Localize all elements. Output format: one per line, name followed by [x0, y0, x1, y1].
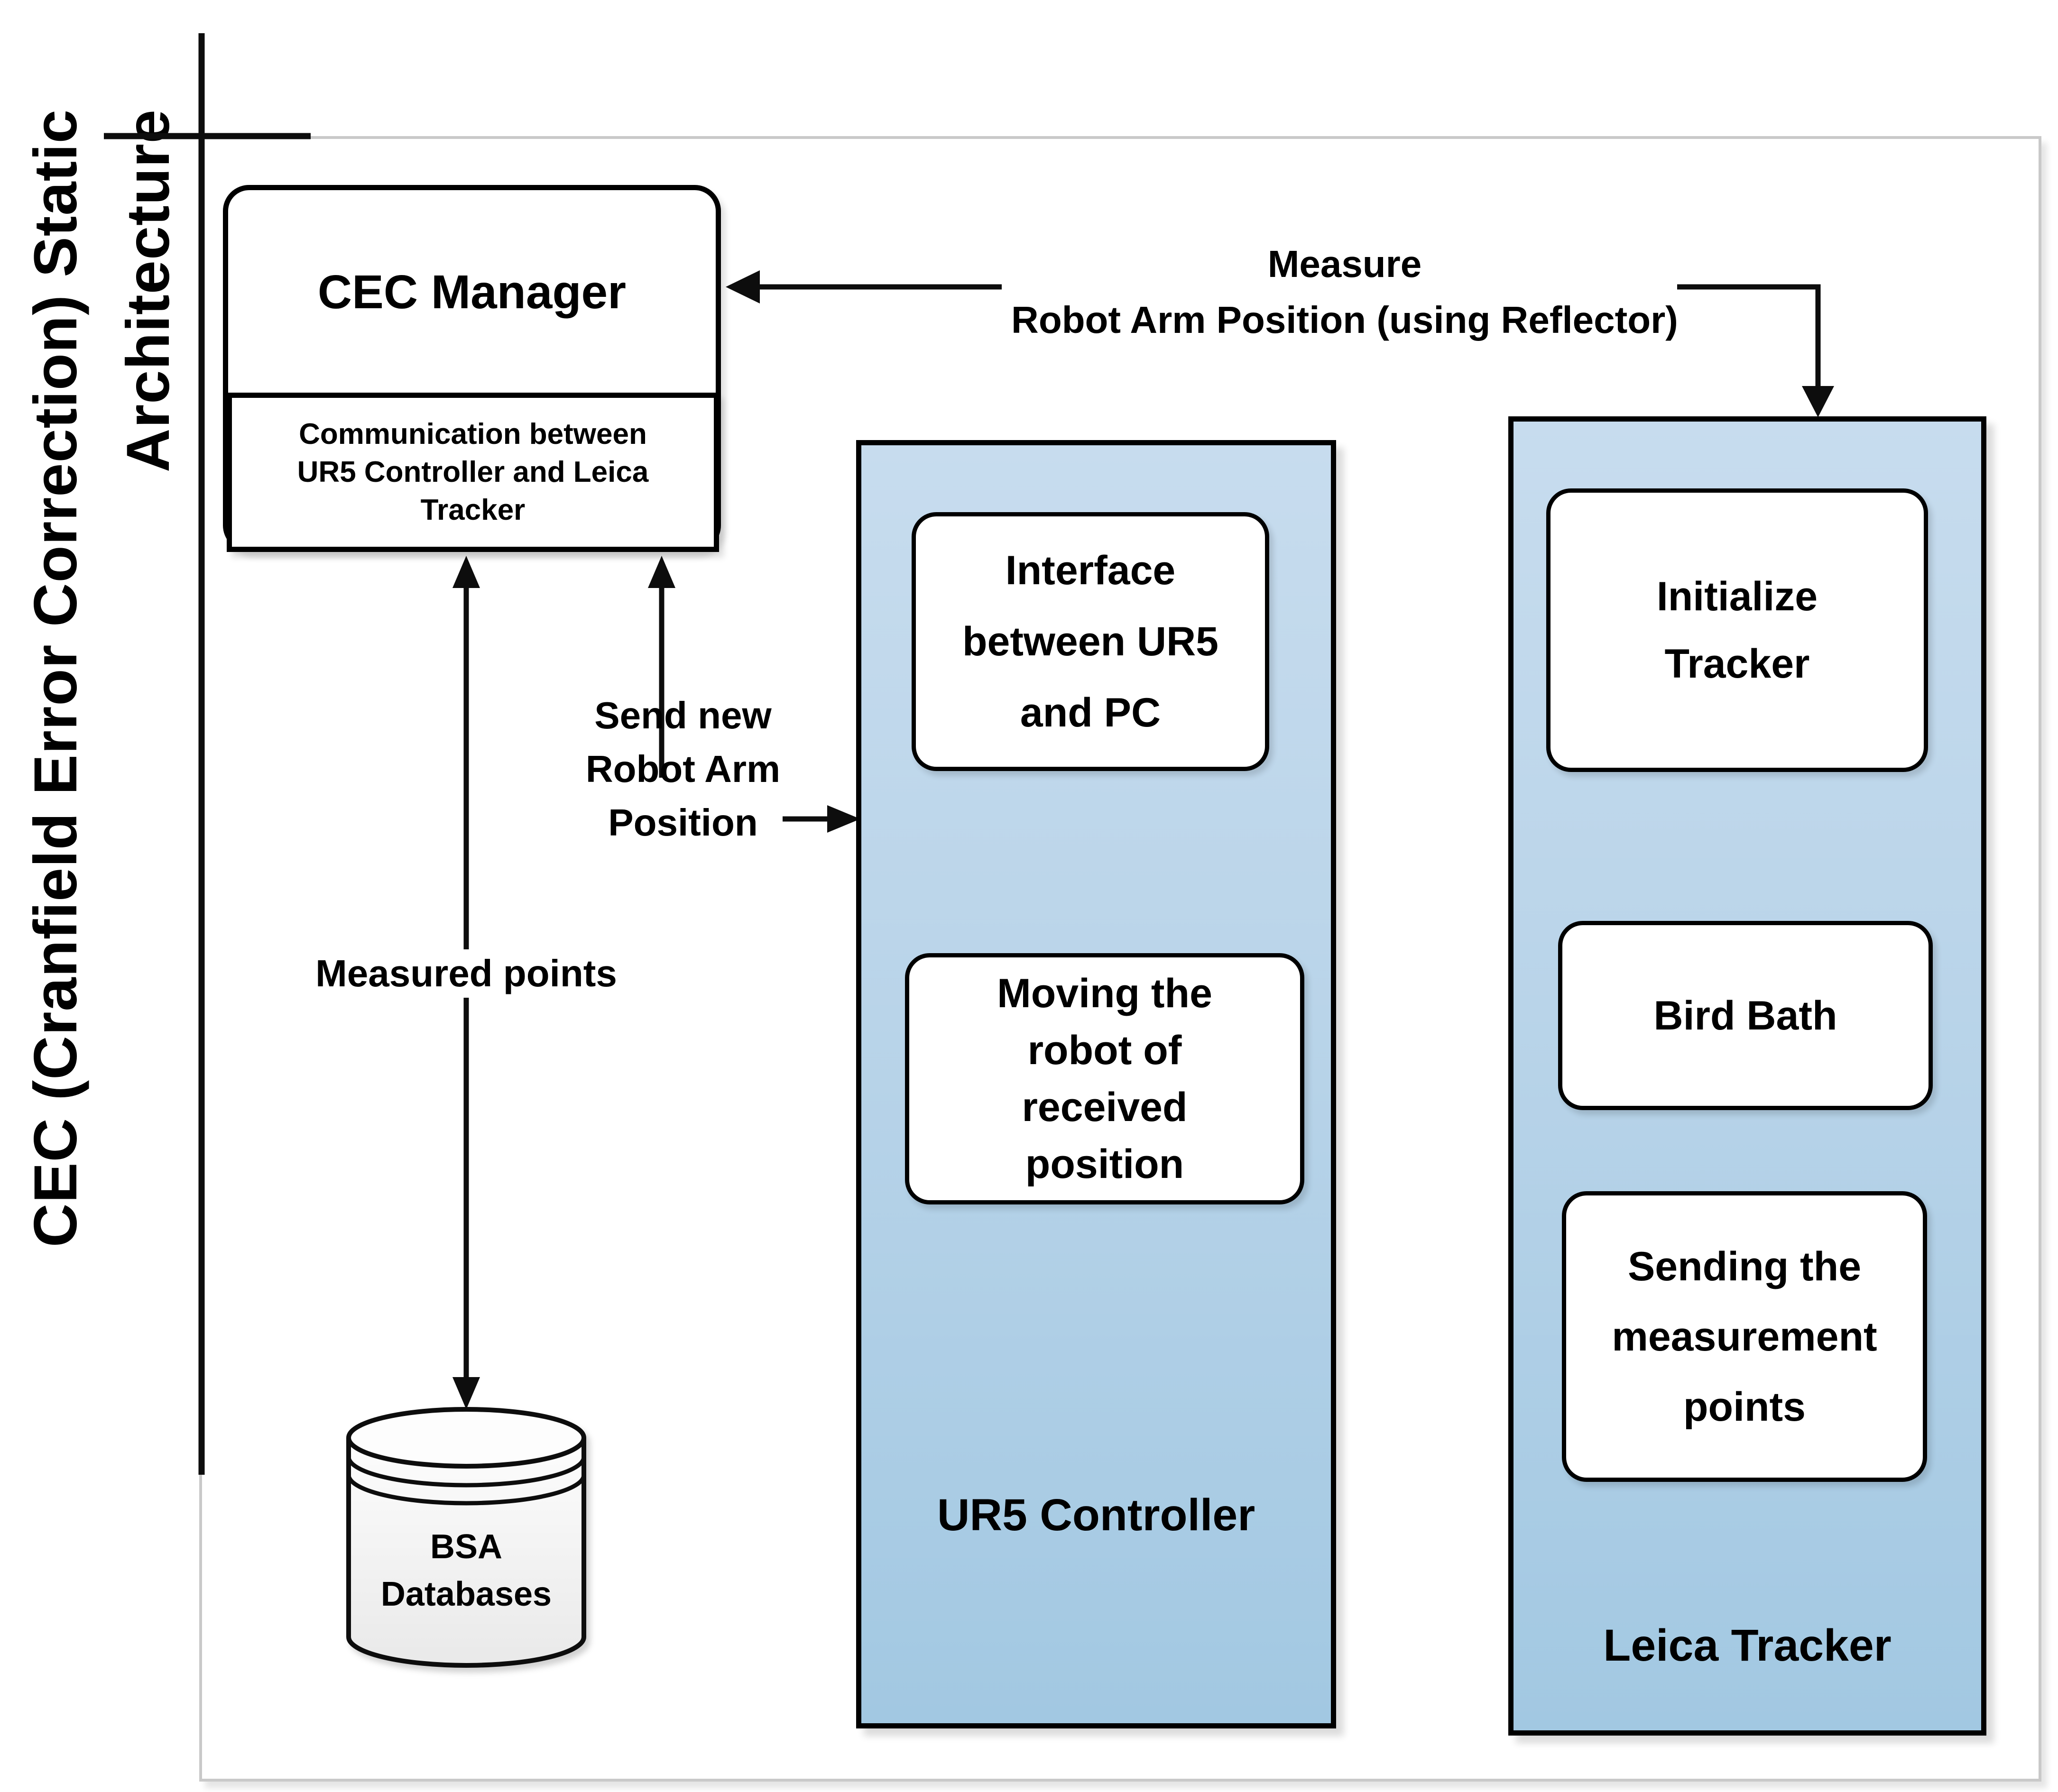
bird-bath-box: Bird Bath	[1558, 921, 1933, 1110]
database-cylinder-icon	[346, 1407, 586, 1668]
measure-arrow-label: Measure Robot Arm Position (using Reflec…	[1011, 243, 1678, 341]
send-new-arrow-label: Send new Robot Arm Position	[585, 694, 781, 844]
cec-communication-compartment: Communication between UR5 Controller and…	[227, 393, 719, 552]
measured-points-arrow-label: Measured points	[306, 949, 627, 998]
interface-ur5-pc-box: Interface between UR5 and PC	[912, 512, 1269, 771]
send-new-right-arrow	[783, 805, 860, 833]
sending-measurement-points-box: Sending the measurement points	[1562, 1191, 1927, 1482]
bsa-databases-label: BSA Databases	[380, 1528, 552, 1613]
send-new-up-arrow	[648, 556, 675, 778]
ur5-controller-label: UR5 Controller	[937, 1489, 1255, 1540]
moving-robot-box: Moving the robot of received position	[905, 953, 1304, 1204]
initialize-tracker-box: Initialize Tracker	[1546, 488, 1928, 772]
bsa-database-cylinder	[344, 1404, 589, 1672]
arrowhead-down-icon	[1802, 386, 1834, 417]
arrowhead-left-icon	[726, 270, 760, 303]
axis-lines	[104, 33, 311, 1475]
measure-arrow	[726, 270, 1834, 417]
arrowhead-up-icon	[648, 556, 675, 588]
cec-manager-label: CEC Manager	[317, 265, 627, 319]
arrowhead-down-icon	[452, 1377, 480, 1409]
leica-tracker-label: Leica Tracker	[1603, 1620, 1892, 1671]
arrowhead-right-icon	[827, 805, 860, 833]
arrowhead-up-icon	[452, 556, 480, 588]
